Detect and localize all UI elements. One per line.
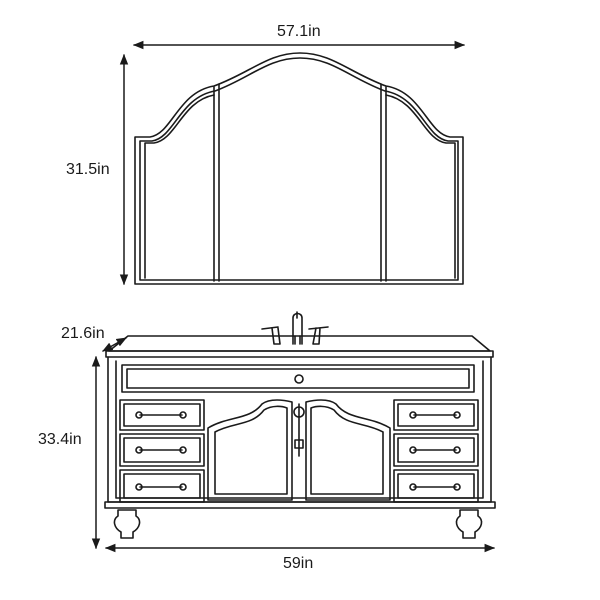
top-panel-knob: [294, 374, 304, 384]
mirror-left-panel-edge: [144, 94, 215, 279]
dimension-lines: [91, 40, 496, 553]
mirror-height-label: 31.5in: [66, 161, 110, 178]
vanity-depth-label: 21.6in: [61, 325, 105, 342]
cabinet-base: [104, 501, 496, 509]
faucet: [261, 311, 329, 345]
right-handle: [308, 326, 329, 345]
door-latch: [293, 403, 305, 457]
mirror-outer-frame: [134, 52, 464, 285]
vanity-feet: [113, 509, 483, 539]
right-door-inner: [310, 405, 384, 495]
depth-line: [102, 337, 127, 352]
bathroom-vanity: [104, 311, 496, 539]
cabinet-doors: [207, 399, 391, 501]
countertop-edge: [105, 350, 494, 358]
left-door: [207, 399, 293, 501]
right-drawer-stack: [393, 399, 479, 503]
tri-fold-mirror: [134, 52, 464, 285]
cabinet-inner: [115, 360, 484, 499]
mirror-left-hinge: [213, 83, 220, 282]
mirror-right-panel-edge: [385, 94, 456, 279]
right-door: [305, 399, 391, 501]
left-handle: [261, 326, 281, 345]
top-panel-inner: [126, 368, 470, 389]
left-drawer-stack: [119, 399, 205, 503]
mirror-right-hinge: [380, 83, 387, 282]
vanity-width-label: 59in: [283, 555, 314, 572]
top-panel: [121, 364, 475, 393]
left-door-inner: [214, 405, 288, 495]
vanity-height-label: 33.4in: [38, 431, 82, 448]
mirror-inner-frame: [139, 57, 459, 281]
mirror-width-label: 57.1in: [277, 23, 321, 40]
